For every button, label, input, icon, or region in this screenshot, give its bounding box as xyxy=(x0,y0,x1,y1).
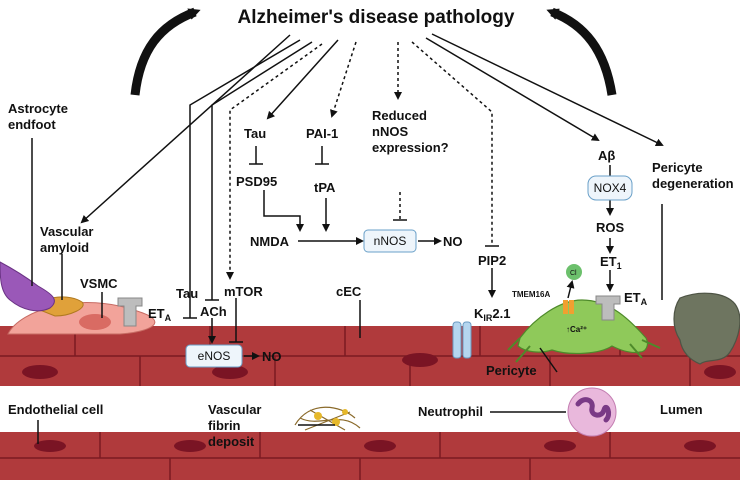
et1-label: ET1 xyxy=(600,254,622,271)
nox4-box xyxy=(587,175,633,201)
tpa-label: tPA xyxy=(314,180,336,195)
big-arrow-right xyxy=(546,7,617,96)
psd95-label: PSD95 xyxy=(236,174,277,189)
big-arrow-left xyxy=(130,7,201,96)
vascular-amyloid-label-1: Vascular xyxy=(40,224,94,239)
vascular-amyloid-label-2: amyloid xyxy=(40,240,89,255)
arrow-to-tau-top xyxy=(266,39,339,120)
lower-endothelium xyxy=(0,432,740,480)
arrow-to-pai1 xyxy=(330,41,357,118)
pip2-label: PIP2 xyxy=(478,253,506,268)
vsmc-label: VSMC xyxy=(80,276,118,291)
degenerated-pericyte xyxy=(673,292,740,365)
arrow-to-tau-left xyxy=(189,39,301,318)
eta-receptor-left xyxy=(117,297,143,327)
pericyte-label: Pericyte xyxy=(486,363,537,378)
eta-left-label: ETA xyxy=(148,306,172,323)
arrow-to-abeta xyxy=(425,37,600,142)
tmem16a-channel xyxy=(563,300,574,314)
ca-label: ↑Ca²⁺ xyxy=(566,325,587,334)
fibrin-label-3: deposit xyxy=(208,434,255,449)
diagram-title: Alzheimer's disease pathology xyxy=(238,7,515,28)
reduced-label-2: nNOS xyxy=(372,124,408,139)
nnos-box xyxy=(363,229,417,253)
enos-box xyxy=(185,344,243,368)
no-right-label: NO xyxy=(443,234,463,249)
cl-ion xyxy=(566,264,582,280)
kir-channel xyxy=(452,321,472,359)
enos-label: eNOS xyxy=(198,349,231,363)
fibrin-label-1: Vascular xyxy=(208,402,262,417)
pericyte-deg-label-2: degeneration xyxy=(652,176,734,191)
cl-label: Cl xyxy=(570,270,577,277)
vsmc-nucleus xyxy=(79,314,111,330)
pericyte-deg-label-1: Pericyte xyxy=(652,160,703,175)
nmda-label: NMDA xyxy=(250,234,290,249)
fibrin-deposit xyxy=(294,406,361,431)
neutrophil-label: Neutrophil xyxy=(418,404,483,419)
pai1-label: PAI-1 xyxy=(306,126,338,141)
mtor-label: mTOR xyxy=(224,284,263,299)
eta-right-label: ETA xyxy=(624,290,648,307)
nox4-label: NOX4 xyxy=(594,181,627,195)
arrow-to-mtor xyxy=(226,43,323,280)
tmem16a-label: TMEM16A xyxy=(512,290,550,299)
arrow-to-ach xyxy=(211,41,313,300)
nnos-label: nNOS xyxy=(374,234,407,248)
labels-group: Astrocyte endfoot Vascular amyloid VSMC … xyxy=(8,101,734,449)
no-left-label: NO xyxy=(262,349,282,364)
astrocyte-endfoot xyxy=(0,261,55,312)
tau-left-label: Tau xyxy=(176,286,198,301)
neutrophil-cell xyxy=(567,387,617,437)
ros-label: ROS xyxy=(596,220,625,235)
astrocyte-label-2: endfoot xyxy=(8,117,56,132)
endothelial-label: Endothelial cell xyxy=(8,402,103,417)
cec-label: cEC xyxy=(336,284,362,299)
reduced-label-3: expression? xyxy=(372,140,449,155)
fibrin-label-2: fibrin xyxy=(208,418,241,433)
reduced-label-1: Reduced xyxy=(372,108,427,123)
astrocyte-label-1: Astrocyte xyxy=(8,101,68,116)
ach-label: ACh xyxy=(200,304,227,319)
lumen-label: Lumen xyxy=(660,402,703,417)
tau-top-label: Tau xyxy=(244,126,266,141)
pericyte-cell xyxy=(507,299,661,363)
eta-receptor-right xyxy=(595,295,621,321)
abeta-label: Aβ xyxy=(598,148,615,163)
kir-label: KIR2.1 xyxy=(474,306,510,323)
arrow-to-pericyte-deg xyxy=(431,33,664,146)
